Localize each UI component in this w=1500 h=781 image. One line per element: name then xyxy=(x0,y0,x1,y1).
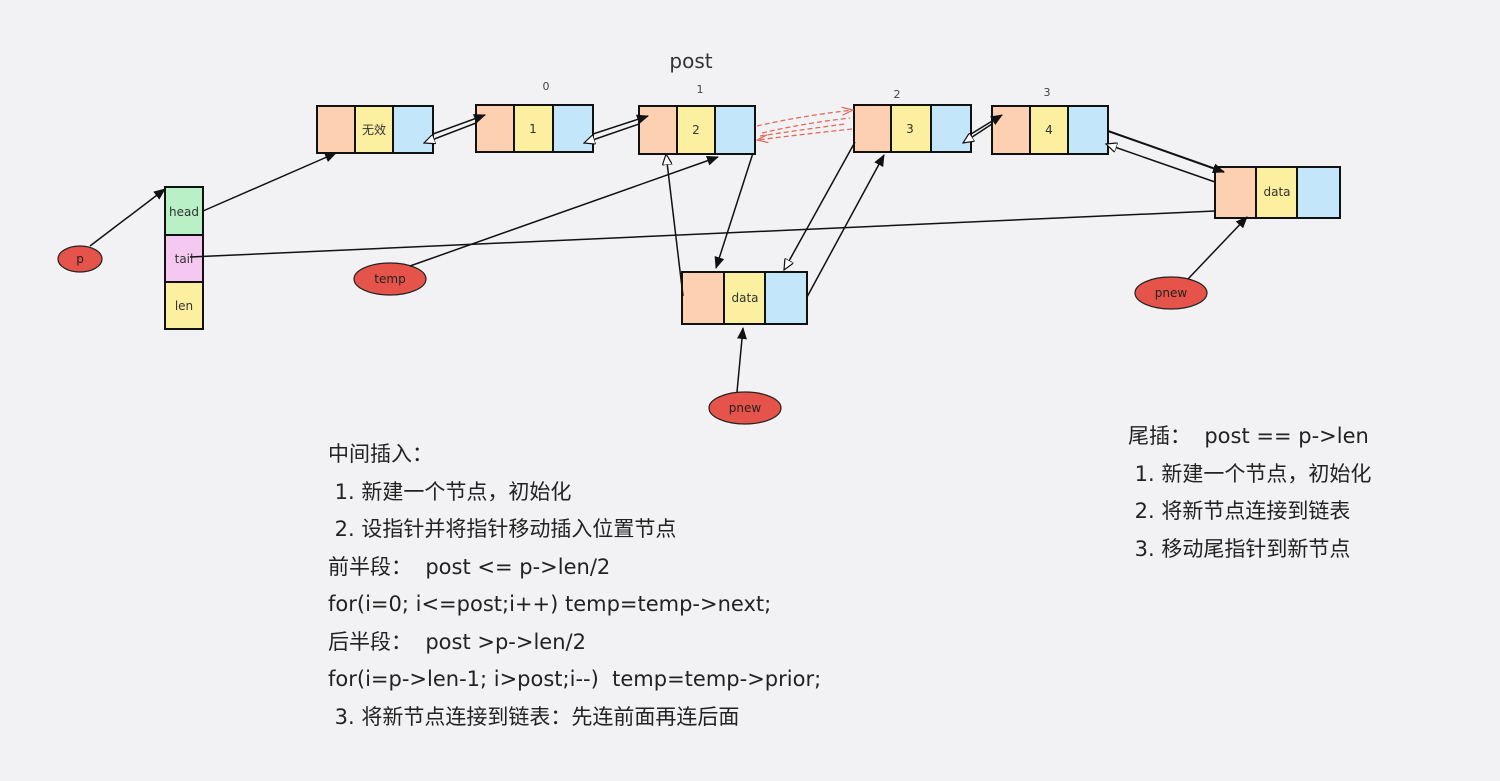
head-label: head xyxy=(169,205,199,219)
node-data-label: 无效 xyxy=(362,122,386,137)
link-node3-prior xyxy=(963,123,993,143)
note-line: 1. 新建一个节点，初始化 xyxy=(328,479,572,504)
node-index-label: 1 xyxy=(697,83,704,96)
note-line: 2. 将新节点连接到链表 xyxy=(1128,499,1351,523)
link-invalid-next xyxy=(432,114,486,135)
note-line: 2. 设指针并将指针移动插入位置节点 xyxy=(328,517,677,541)
list-header-struct: head tail len xyxy=(164,186,204,330)
note-line: 前半段： post <= p->len/2 xyxy=(328,554,611,579)
prev-field xyxy=(638,105,678,155)
link-p-head xyxy=(89,188,166,247)
node-index-label: 2 xyxy=(894,88,901,101)
link-node0-next xyxy=(592,114,649,135)
prev-field xyxy=(681,271,725,325)
prev-field xyxy=(991,105,1031,155)
note-line: 1. 新建一个节点，初始化 xyxy=(1128,461,1372,486)
tail-label: tail xyxy=(175,252,194,266)
head-field xyxy=(164,186,204,236)
prev-field xyxy=(475,104,515,153)
next-field xyxy=(930,104,972,153)
link-newmid-node2 xyxy=(806,154,885,298)
next-field xyxy=(392,105,434,154)
link-tail-newtail xyxy=(189,210,1216,258)
removed-link-prior xyxy=(757,128,853,140)
next-field xyxy=(714,105,756,155)
node-3: 4 3 xyxy=(991,86,1109,155)
link-node1-prior xyxy=(584,123,640,143)
node-0: 1 0 xyxy=(475,80,594,153)
len-label: len xyxy=(175,299,193,313)
len-field xyxy=(164,281,204,330)
link-temp-node1 xyxy=(409,155,719,267)
next-field xyxy=(552,104,594,153)
svg-text:temp: temp xyxy=(374,272,405,286)
svg-text:pnew: pnew xyxy=(729,401,762,415)
removed-links xyxy=(757,110,853,140)
removed-link-next xyxy=(756,110,853,127)
prev-field xyxy=(1214,166,1257,219)
next-field xyxy=(1296,166,1341,219)
node-data-label: data xyxy=(1263,185,1290,199)
node-data-label: 2 xyxy=(692,123,700,137)
link-head-invalid xyxy=(202,152,337,212)
middle-insert-notes: 中间插入： 1. 新建一个节点，初始化 2. 设指针并将指针移动插入位置节点 前… xyxy=(328,436,821,736)
pointer-temp: temp xyxy=(353,262,427,296)
note-line: 3. 将新节点连接到链表：先连前面再连后面 xyxy=(328,704,740,729)
link-node2-next xyxy=(970,114,1003,135)
svg-text:p: p xyxy=(76,252,84,266)
tail-insert-notes: 尾插： post == p->len 1. 新建一个节点，初始化 2. 将新节点… xyxy=(1128,418,1371,568)
note-line: for(i=0; i<=post;i++) temp=temp->next; xyxy=(328,592,772,616)
link-node2-newmid xyxy=(784,141,856,270)
prev-field xyxy=(316,105,356,154)
node-data-label: 1 xyxy=(529,122,537,136)
note-line: 中间插入： xyxy=(328,442,433,466)
link-newmid-node1 xyxy=(666,154,684,297)
post-label: post xyxy=(669,49,712,73)
tail-field xyxy=(164,234,204,283)
link-node3-newtail xyxy=(1107,130,1225,174)
node-data-label: 3 xyxy=(906,122,914,136)
node-1: 2 1 xyxy=(638,83,756,155)
pointer-pnew-tail: pnew xyxy=(1134,276,1208,310)
node-index-label: 3 xyxy=(1044,86,1051,99)
pointer-pnew-middle: pnew xyxy=(708,391,782,425)
node-invalid: 无效 xyxy=(316,105,434,154)
node-data-label: data xyxy=(731,291,758,305)
link-node1-newmid xyxy=(714,152,754,269)
link-newtail-prior xyxy=(1106,144,1216,183)
link-node0-prior xyxy=(424,122,477,143)
links xyxy=(89,114,1248,393)
data-field xyxy=(1029,105,1069,155)
pointer-p: p xyxy=(57,245,103,273)
new-node-middle: data xyxy=(681,271,808,325)
note-line: for(i=p->len-1; i>post;i--) temp=temp->p… xyxy=(328,667,822,691)
prev-field xyxy=(853,104,892,153)
note-line: 3. 移动尾指针到新节点 xyxy=(1128,536,1351,561)
note-line: 后半段： post >p->len/2 xyxy=(328,629,586,654)
node-index-label: 0 xyxy=(543,80,550,93)
svg-text:pnew: pnew xyxy=(1155,286,1188,300)
next-field xyxy=(1067,105,1109,155)
data-field xyxy=(676,105,716,155)
new-node-tail: data xyxy=(1214,166,1341,219)
node-2: 3 2 xyxy=(853,88,972,153)
data-field xyxy=(890,104,932,153)
link-pnew-newtail xyxy=(1187,216,1248,280)
link-pnew-newmid xyxy=(736,327,747,393)
next-field xyxy=(764,271,808,325)
note-line: 尾插： post == p->len xyxy=(1128,424,1369,448)
data-field xyxy=(1255,166,1298,219)
node-data-label: 4 xyxy=(1045,123,1053,137)
